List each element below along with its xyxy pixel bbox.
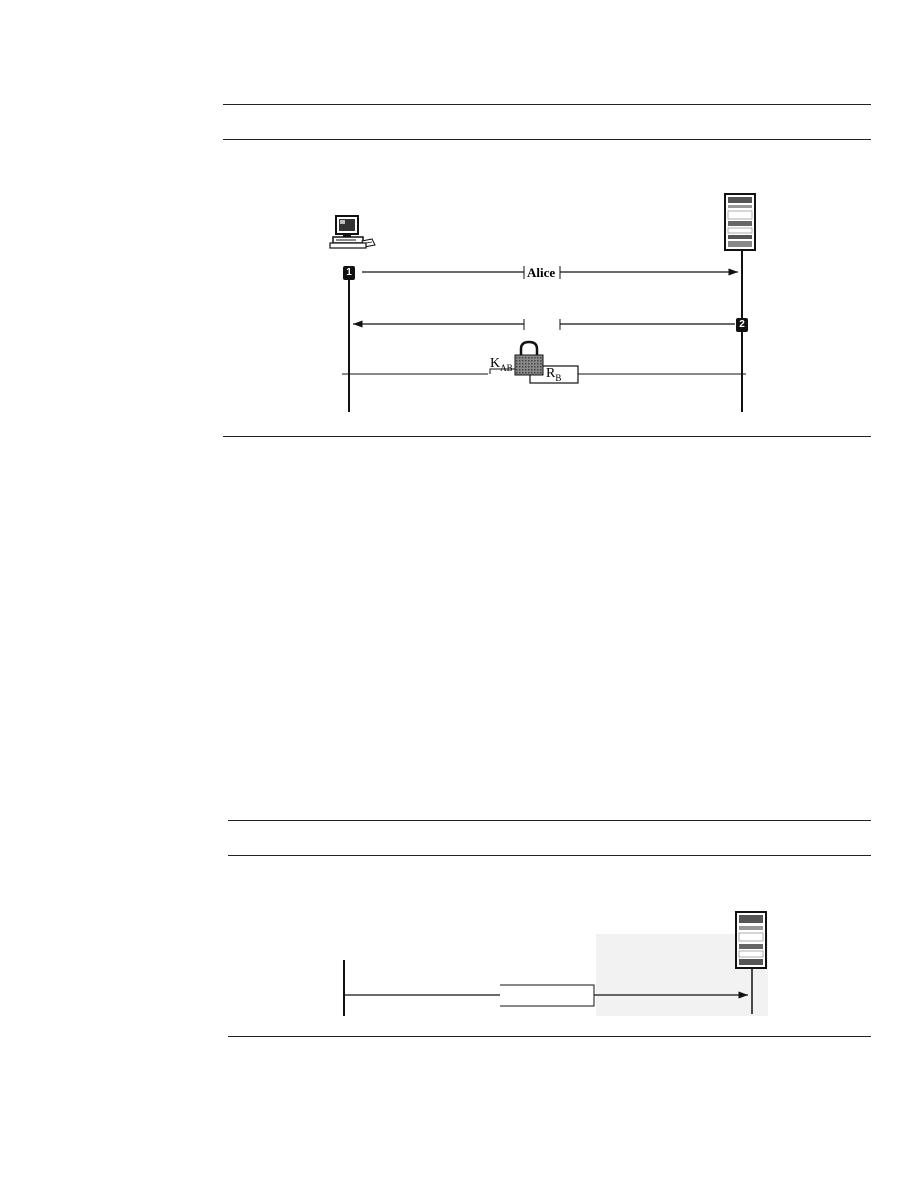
figure2-message-box [500, 984, 595, 1007]
figure2-top-rule [228, 820, 871, 821]
figure2-bottom-rule [228, 1036, 871, 1037]
message3-nonce-label: RB [546, 366, 562, 383]
message1-label: Alice [527, 265, 556, 280]
message3-key-label: KAB [490, 356, 513, 373]
figure1-top-rule [223, 104, 871, 105]
server-icon [735, 911, 767, 969]
step-1-badge: 1 [343, 266, 355, 280]
padlock-icon [514, 340, 544, 376]
server-icon [724, 193, 756, 251]
step-2-badge: 2 [736, 318, 748, 332]
computer-icon [329, 215, 376, 249]
figure1-bottom-rule [223, 436, 871, 437]
figure2-caption-rule [228, 855, 871, 856]
figure1-caption-rule [223, 139, 871, 140]
